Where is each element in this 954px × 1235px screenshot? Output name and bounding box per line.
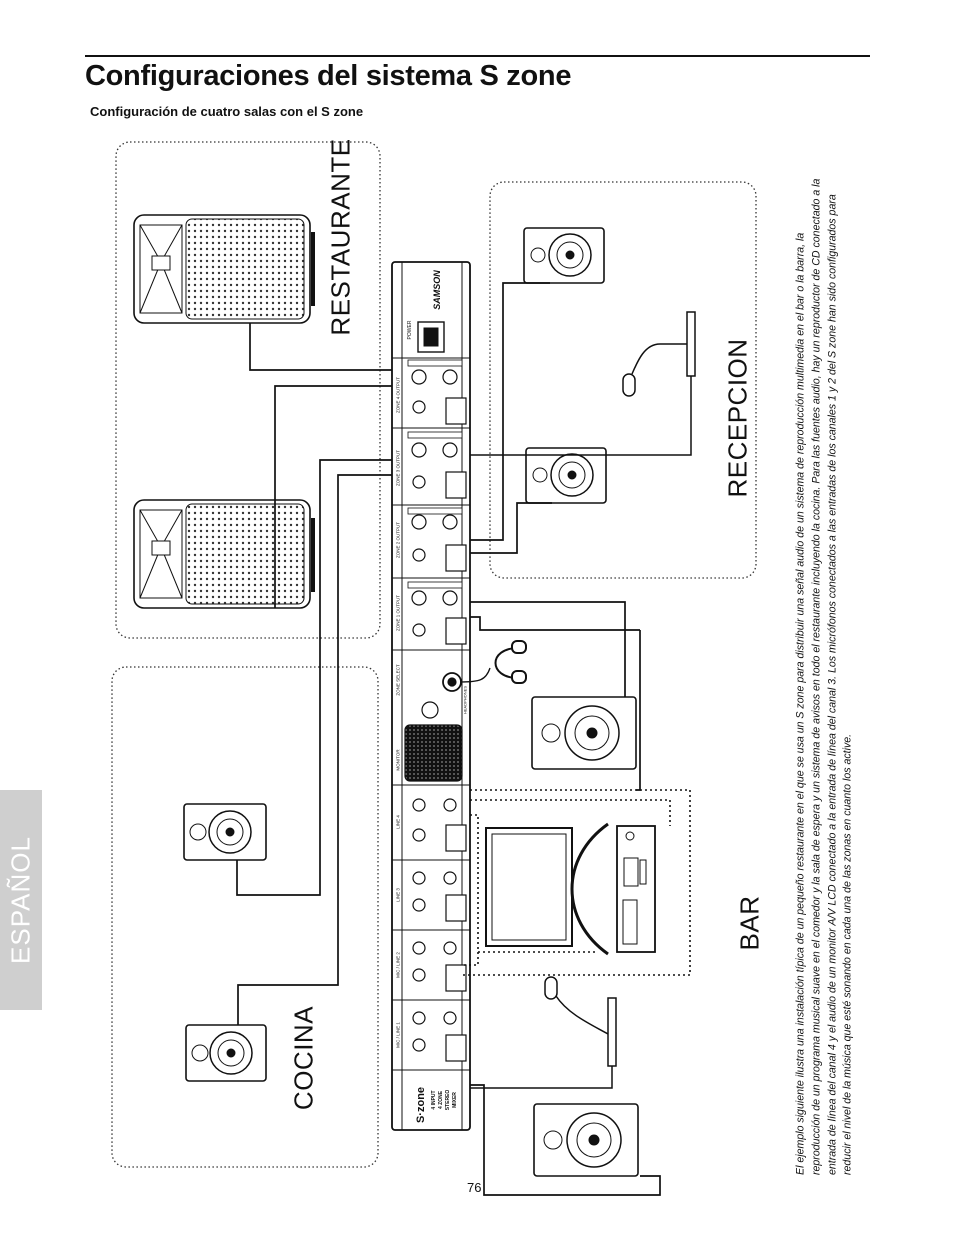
line-2-label: MIC / LINE 2: [395, 952, 401, 978]
room-label-bar: BAR: [734, 895, 765, 951]
page-title: Configuraciones del sistema S zone: [85, 60, 572, 92]
cd-player: [616, 825, 656, 953]
speaker-large-bottom: [133, 499, 315, 609]
speaker-recepcion-2: [525, 447, 607, 504]
microphone-recepcion: [622, 311, 696, 397]
mixer-logo: S·zone: [415, 1086, 427, 1124]
monitor-label: MONITOR: [395, 749, 401, 771]
headphones-label: HEADPHONES: [462, 685, 468, 715]
zone-4-label: ZONE 4 OUTPUT: [395, 376, 401, 414]
line-3-label: LINE 3: [395, 888, 401, 902]
page-subtitle: Configuración de cuatro salas con el S z…: [90, 104, 364, 119]
line-1-label: MIC / LINE 1: [395, 1022, 401, 1048]
speaker-bar-1: [531, 696, 637, 770]
speaker-bar-2: [533, 1103, 639, 1177]
szone-mixer: [391, 261, 471, 1131]
mixer-model-line-3: STEREO: [445, 1089, 451, 1111]
volume-label: VOLUME: [437, 729, 443, 747]
header-rule: [85, 55, 870, 57]
zone-select-label: ZONE SELECT: [395, 664, 401, 696]
speaker-cocina-2: [185, 1024, 267, 1082]
microphone-bar: [544, 976, 617, 1067]
page-number: 76: [467, 1180, 482, 1195]
room-label-restaurante: RESTAURANTE: [325, 138, 356, 336]
mixer-model-line-1: 4 INPUT: [431, 1090, 437, 1110]
speaker-recepcion-1: [523, 227, 605, 284]
headphones: [459, 640, 527, 684]
mixer-power-label: POWER: [407, 320, 413, 340]
lcd-monitor: [485, 822, 609, 956]
room-cocina-zone: [111, 666, 379, 1168]
mixer-model-line-2: 4 ZONE: [438, 1090, 444, 1110]
language-tab: [0, 790, 42, 1010]
description-paragraph: El ejemplo siguiente ilustra una instala…: [794, 178, 854, 1175]
room-label-recepcion: RECEPCION: [722, 338, 753, 498]
mixer-model-line-4: MIXER: [452, 1092, 458, 1108]
line-4-label: LINE 4: [395, 815, 401, 829]
zone-1-label: ZONE 1 OUTPUT: [395, 594, 401, 632]
zone-2-label: ZONE 2 OUTPUT: [395, 521, 401, 559]
room-recepcion-zone: [489, 181, 757, 579]
mixer-brand: SAMSON: [432, 270, 442, 310]
speaker-large-top: [133, 214, 315, 324]
room-label-cocina: COCINA: [288, 1005, 319, 1111]
speaker-cocina-1: [183, 803, 267, 861]
zone-3-label: ZONE 3 OUTPUT: [395, 449, 401, 487]
